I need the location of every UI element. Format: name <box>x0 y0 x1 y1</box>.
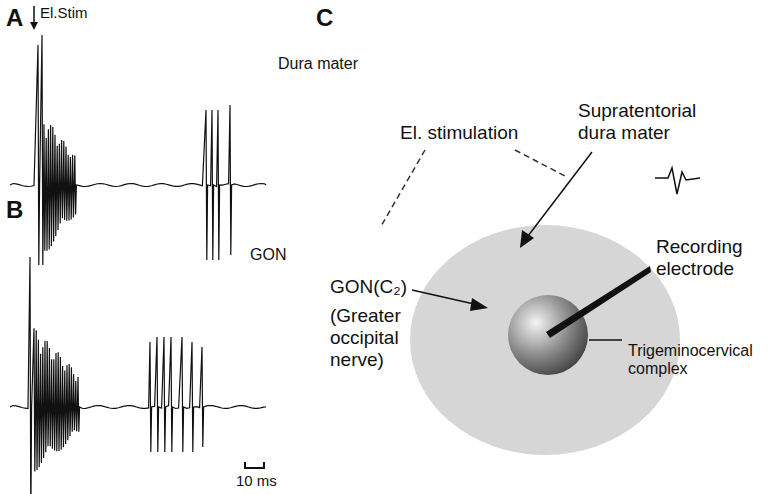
panel-letter: C <box>316 4 333 32</box>
stimulation-site <box>470 298 488 311</box>
gon-leader <box>412 290 474 304</box>
annotation-label: Recording electrode <box>656 236 766 280</box>
stimulation-site <box>520 230 534 248</box>
annotation-label: GON(C₂) <box>330 276 407 298</box>
spike-waveform-icon <box>655 168 700 194</box>
annotation-label: GON <box>250 246 286 264</box>
annotation-label: El. stimulation <box>400 122 518 144</box>
stimulation-dash <box>515 150 565 176</box>
annotation-label: Dura mater <box>278 55 358 73</box>
stimulus-arrowhead <box>30 22 38 30</box>
recording-electrode <box>546 266 651 338</box>
spike-trace <box>10 35 266 265</box>
annotation-label: (Greater occipital nerve) <box>330 305 442 371</box>
panel-letter: A <box>6 4 23 32</box>
annotation-label: Trigeminocervical complex <box>628 342 768 379</box>
region-leader <box>589 339 622 341</box>
dura-leader <box>528 152 592 236</box>
trigeminocervical-region <box>410 225 680 455</box>
annotation-label: 10 ms <box>236 472 277 489</box>
annotation-label: Supratentorial dura mater <box>578 100 728 144</box>
spike-trace <box>10 257 266 494</box>
annotation-label: El.Stim <box>40 4 88 21</box>
scale-bar <box>245 462 264 468</box>
panel-letter: B <box>6 196 23 224</box>
stimulation-dash <box>380 150 425 228</box>
